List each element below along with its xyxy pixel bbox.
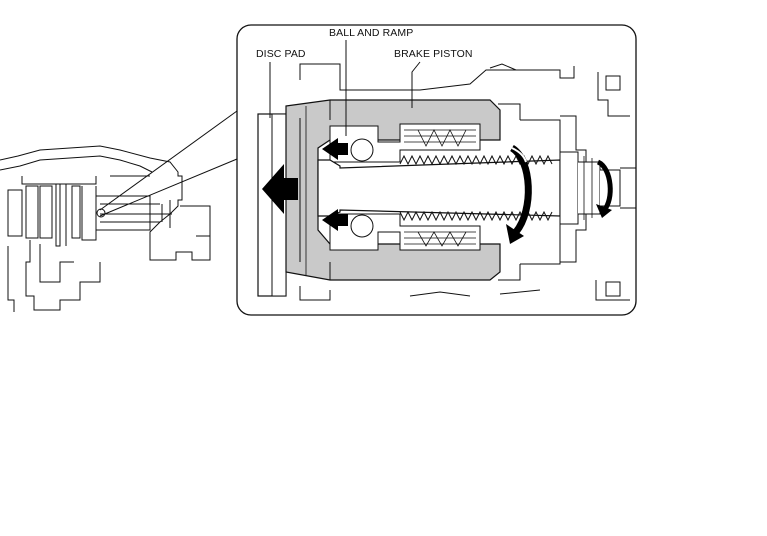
ball-ramp-arrow-upper	[322, 138, 348, 160]
ball-ramp-arrow-lower	[322, 209, 348, 231]
callout-focus	[96, 208, 106, 218]
leader-lines	[269, 40, 421, 136]
shaft-rotation-arrow	[596, 159, 613, 218]
brake-piston-label: BRAKE PISTON	[394, 48, 473, 60]
piston-push-arrow	[262, 164, 298, 214]
brake-piston	[285, 99, 501, 281]
disc-pad-label: DISC PAD	[256, 48, 306, 60]
ball-and-ramp-assembly	[329, 123, 481, 251]
ball-and-ramp-label: BALL AND RAMP	[329, 27, 414, 39]
callout-lines	[99, 110, 238, 217]
caliper-overview	[0, 145, 211, 312]
spindle-rotation-arrow	[506, 145, 532, 244]
spindle	[317, 151, 621, 225]
